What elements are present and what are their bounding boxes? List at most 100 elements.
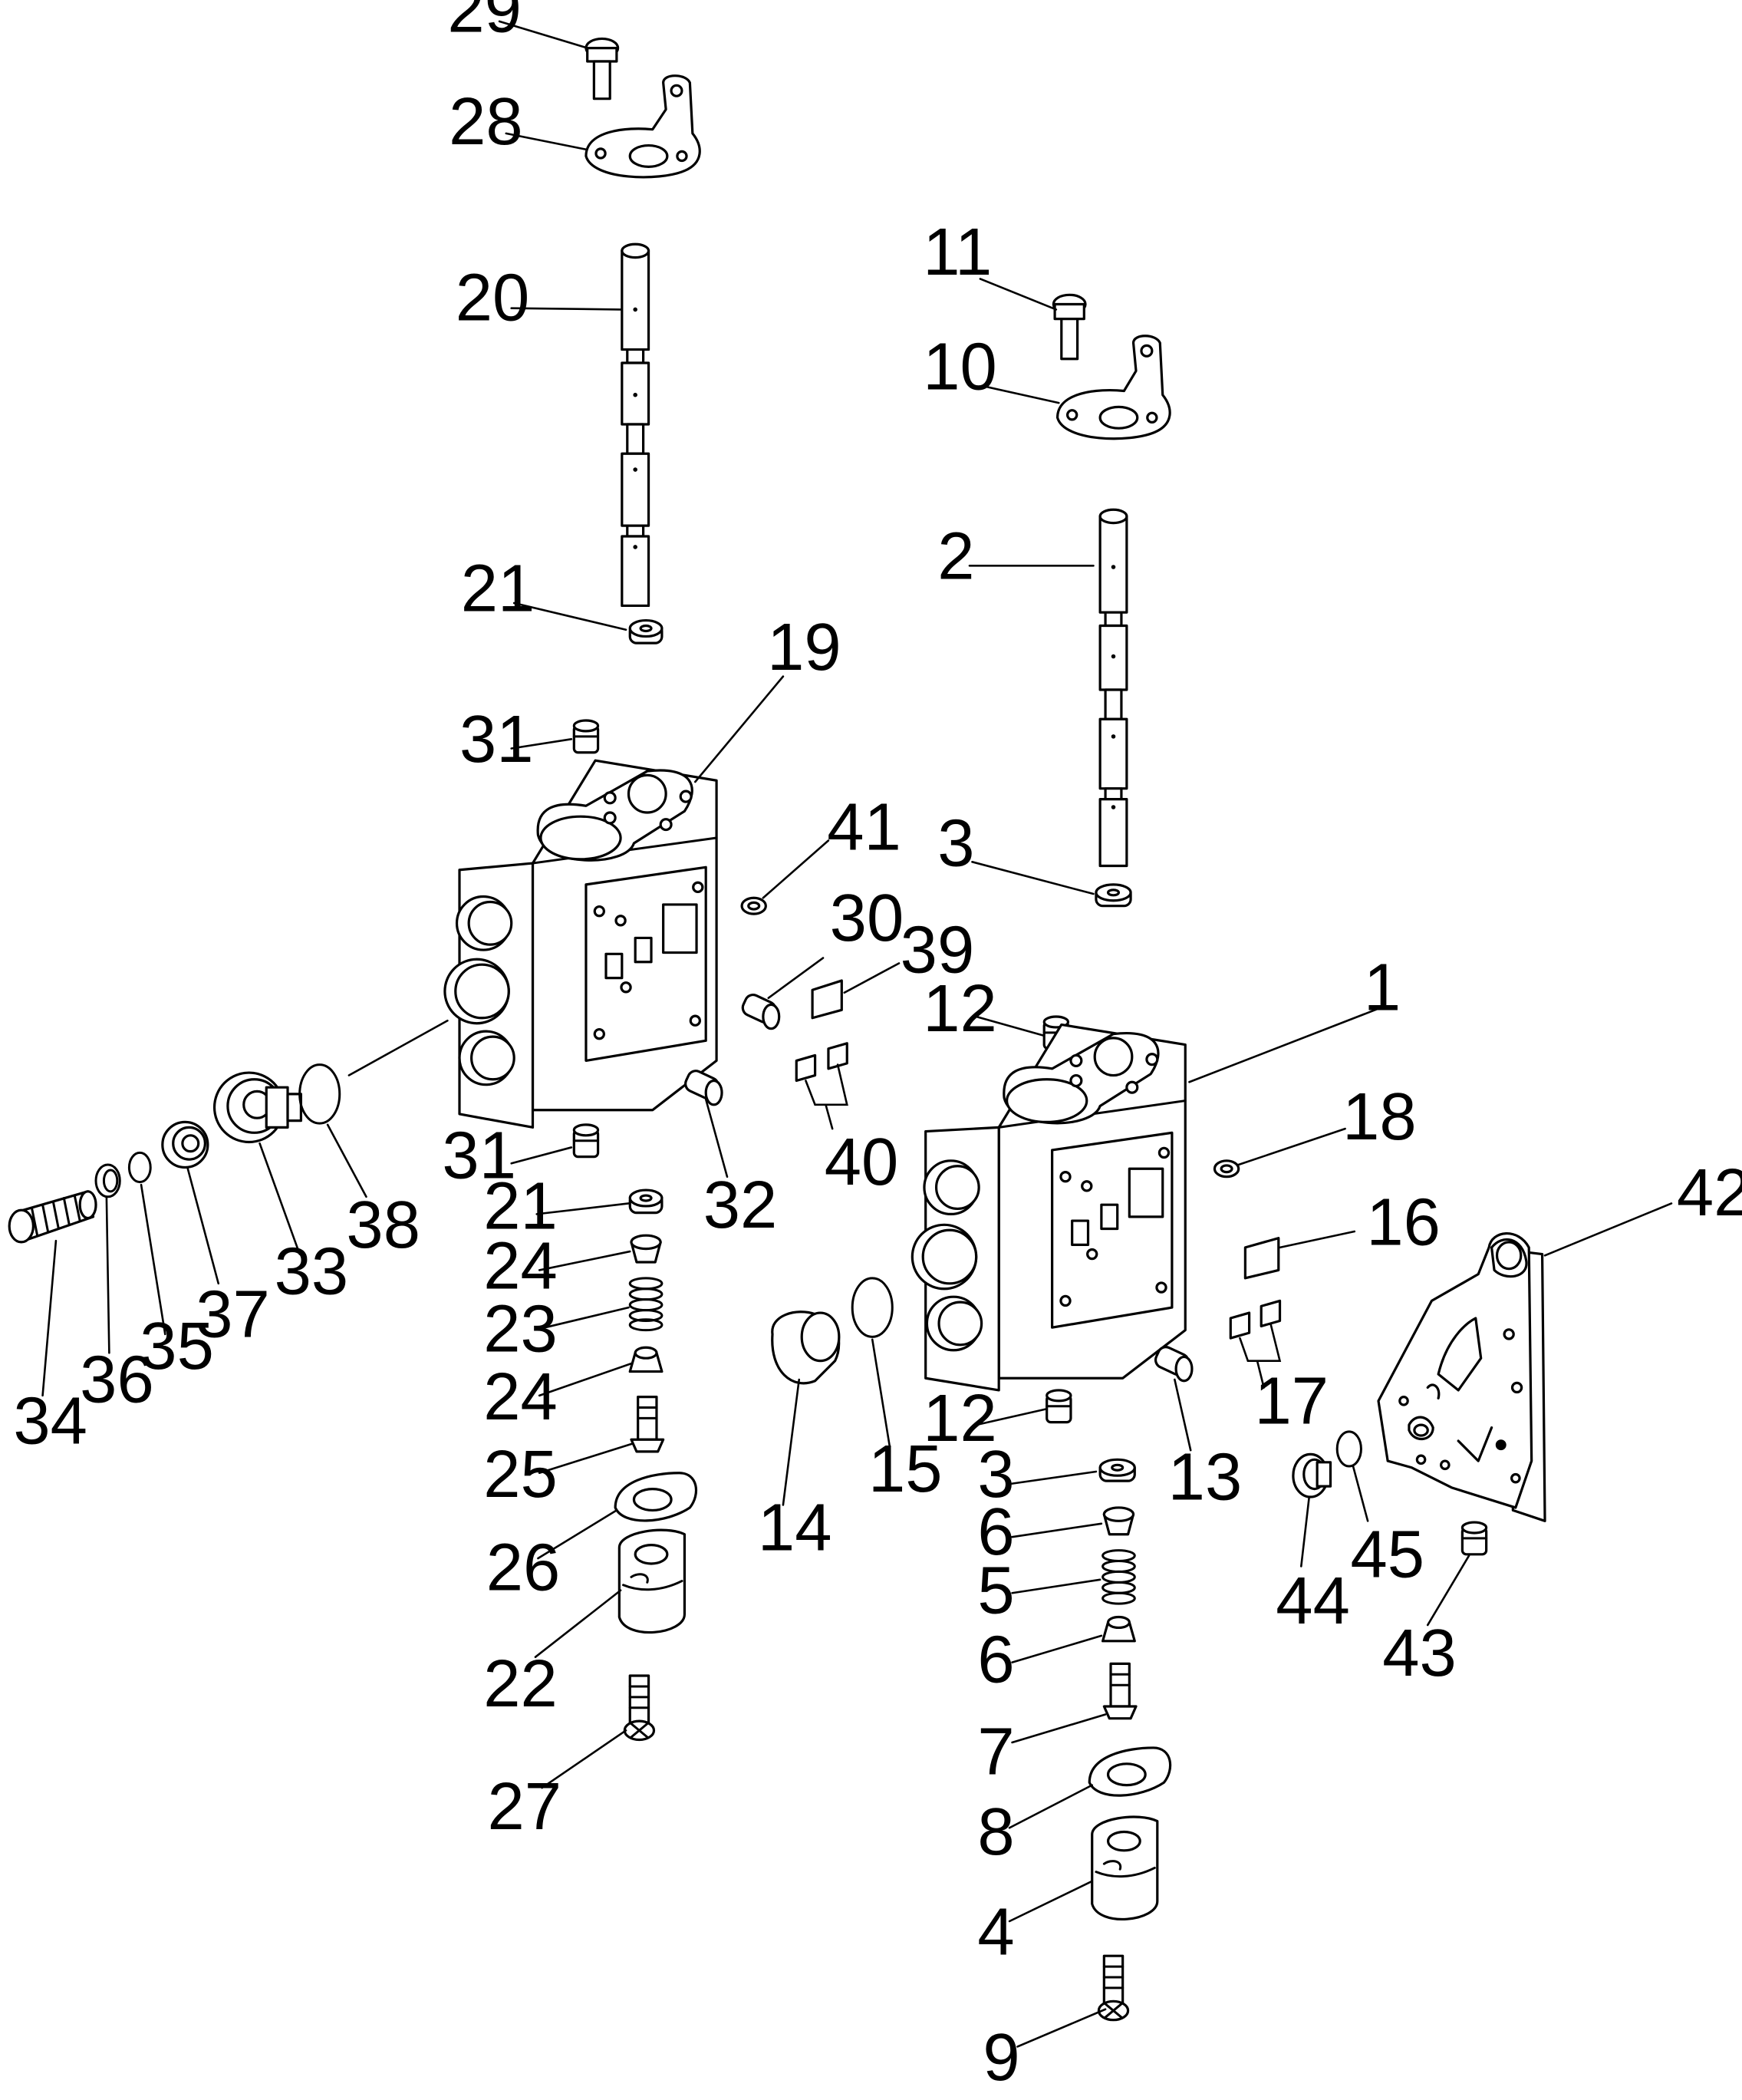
callout-25: 25 [483,1437,558,1512]
callout-38: 38 [346,1188,420,1262]
bracket-40 [805,1065,847,1129]
callout-40: 40 [825,1125,899,1199]
callout-4: 4 [977,1894,1014,1969]
leader-p29 [499,21,588,48]
leader-p38 [328,1125,366,1197]
cap-22 [619,1530,684,1632]
leader-p35 [141,1185,165,1334]
plug-30 [740,992,779,1029]
callout-6a: 6 [977,1495,1014,1569]
callout-34: 34 [13,1383,87,1458]
leader-p13 [1174,1380,1190,1450]
leader-p19 [695,677,783,782]
callout-13: 13 [1168,1439,1243,1514]
callout-17: 17 [1255,1363,1329,1438]
leader-p12b [976,1409,1047,1425]
callout-28: 28 [449,84,523,159]
seal-3-lower [1100,1459,1134,1481]
callout-21a: 21 [461,551,535,625]
leader-p5 [1013,1580,1101,1593]
callout-24a: 24 [483,1229,558,1304]
leader-p4 [1009,1881,1092,1921]
oring-38 [300,1065,340,1124]
gasket-26 [615,1473,696,1521]
leader-p36 [107,1198,109,1353]
leader-p43 [1428,1556,1469,1625]
lever-bracket-28 [586,76,700,177]
plug-12-lower [1047,1390,1071,1423]
callout-37: 37 [196,1277,270,1351]
bolt-7 [1104,1663,1136,1718]
callout-22: 22 [483,1647,558,1721]
callout-35: 35 [140,1309,214,1383]
leader-p26 [538,1510,616,1558]
leader-p7 [1013,1714,1106,1742]
leader-p24b [539,1363,631,1396]
leader-p31a [512,739,571,748]
plug-13 [1153,1344,1192,1381]
leader-p3a [972,862,1093,894]
bolt-11 [1053,295,1085,358]
plug-32 [683,1068,722,1105]
leader-p39 [845,963,899,992]
ring-35 [129,1152,150,1182]
callout-20: 20 [456,260,530,335]
plug-31-lower [574,1125,598,1157]
plug-43 [1462,1522,1486,1554]
leader-p30 [769,958,823,998]
spool-2 [1100,509,1127,865]
leader-p33 [260,1143,300,1254]
callout-8: 8 [977,1795,1014,1869]
callout-2: 2 [937,519,974,594]
seals-17 [1230,1301,1279,1338]
washer-41 [742,898,766,914]
leader-p32 [706,1099,727,1177]
leader-p6a [1013,1524,1102,1537]
callout-12a: 12 [923,971,997,1046]
callout-27: 27 [487,1769,561,1844]
cap-4 [1092,1817,1157,1919]
bolt-25 [631,1397,664,1452]
callout-10: 10 [923,330,997,404]
callout-3b: 3 [977,1437,1014,1512]
callout-5: 5 [977,1553,1014,1627]
callout-1: 1 [1364,950,1401,1024]
spool-20 [622,244,649,605]
retainer-6-upper [1104,1508,1133,1535]
leader-p23 [539,1307,628,1329]
retainer-24-lower [630,1347,662,1371]
leader-p16 [1280,1231,1355,1248]
callout-44: 44 [1276,1564,1350,1638]
leader-p28 [506,134,586,150]
retainer-6-lower [1103,1617,1135,1641]
bracket-17 [1240,1324,1279,1387]
seal-21-lower [630,1190,662,1213]
axis-line-19 [349,1020,447,1075]
leader-p42 [1545,1203,1671,1255]
valve-body-19 [445,760,716,1127]
leader-p1 [1189,1009,1378,1083]
leader-p24a [539,1251,630,1270]
seal-39 [812,981,841,1018]
leader-p44 [1301,1497,1309,1566]
callout-23: 23 [483,1291,558,1366]
leader-p31b [512,1147,571,1163]
callout-16: 16 [1366,1185,1441,1259]
callout-42: 42 [1677,1155,1742,1230]
callout-18: 18 [1342,1080,1417,1154]
leader-p41 [763,840,828,898]
leader-p37 [188,1169,219,1284]
leader-p20 [512,308,621,310]
callout-45: 45 [1351,1517,1425,1591]
leader-p22 [535,1591,621,1657]
callout-14: 14 [758,1491,832,1565]
callout-32: 32 [703,1168,778,1242]
retainer-24-upper [631,1235,660,1262]
callout-36: 36 [80,1343,154,1417]
ring-36 [96,1165,120,1197]
callout-6b: 6 [977,1623,1014,1697]
callout-31b: 31 [442,1118,516,1192]
callout-7: 7 [977,1715,1014,1789]
callout-41: 41 [827,790,901,865]
